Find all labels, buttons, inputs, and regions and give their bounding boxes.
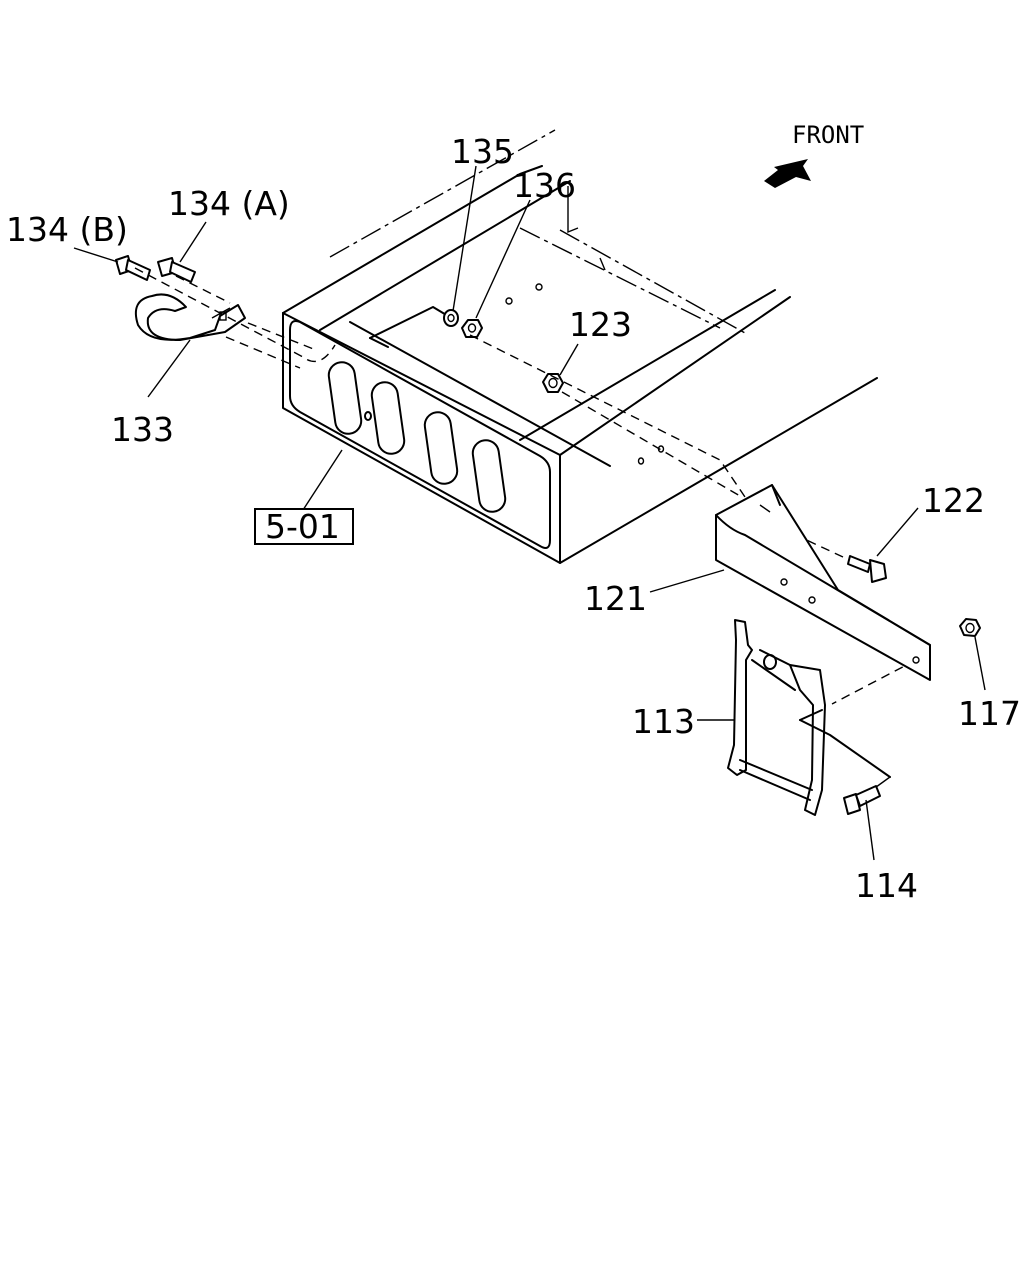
callout-114: 114 (855, 866, 918, 905)
callout-135: 135 (451, 132, 514, 171)
callout-133: 133 (111, 410, 174, 449)
front-arrow-icon (764, 159, 811, 188)
callout-113: 113 (632, 702, 695, 741)
callout-labels: 135 136 134 (A) 134 (B) 133 123 122 121 … (6, 132, 1021, 905)
callout-134b: 134 (B) (6, 210, 128, 249)
reference-box-label: 5-01 (265, 507, 340, 546)
bracket-113 (727, 619, 891, 816)
callout-117: 117 (958, 694, 1021, 733)
reference-box: 5-01 (254, 507, 354, 546)
callout-134a: 134 (A) (168, 184, 290, 223)
callout-136: 136 (513, 166, 576, 205)
nut-117 (959, 618, 981, 637)
callout-121: 121 (584, 579, 647, 618)
frame-body (282, 129, 878, 564)
washer-135 (443, 309, 459, 327)
bolt-134a (157, 257, 196, 283)
nut-136 (461, 319, 483, 338)
bolt-134b (115, 255, 151, 281)
bolt-114 (843, 785, 881, 815)
alignment-lines (134, 267, 917, 705)
front-indicator: FRONT (764, 121, 864, 188)
callout-123: 123 (569, 305, 632, 344)
bolt-122 (847, 555, 887, 583)
callout-122: 122 (922, 481, 985, 520)
leader-lines (73, 165, 986, 861)
bracket-121 (715, 484, 931, 681)
tow-hook (134, 293, 246, 341)
front-label: FRONT (792, 121, 864, 149)
